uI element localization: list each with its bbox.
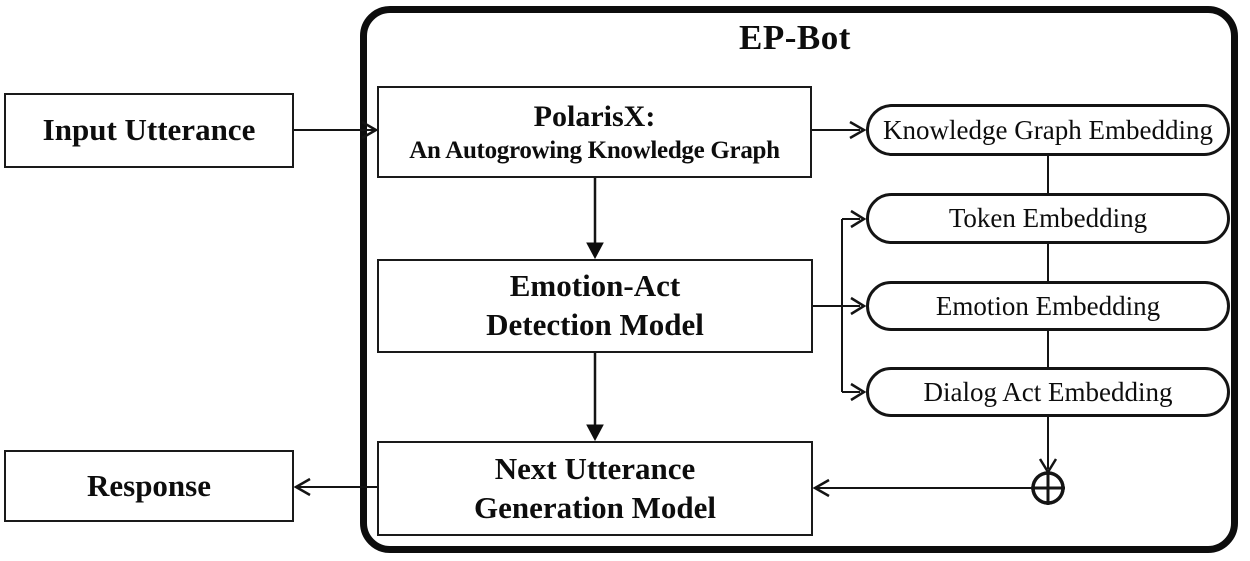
dialog-act-embedding-pill: Dialog Act Embedding	[866, 367, 1230, 417]
input-utterance-node: Input Utterance	[4, 93, 294, 168]
input-utterance-label: Input Utterance	[42, 112, 256, 148]
next-utterance-generation-node: Next Utterance Generation Model	[377, 441, 813, 536]
polarisx-title: PolarisX:	[533, 100, 656, 134]
emotion-act-label-line2: Detection Model	[486, 307, 704, 342]
token-embedding-label: Token Embedding	[948, 203, 1148, 233]
polarisx-node: PolarisX: An Autogrowing Knowledge Graph	[377, 86, 812, 178]
epbot-title: EP-Bot	[739, 18, 851, 57]
epbot-frame	[360, 6, 1238, 553]
knowledge-graph-embedding-label: Knowledge Graph Embedding	[883, 114, 1213, 145]
response-node: Response	[4, 450, 294, 522]
token-embedding-pill: Token Embedding	[866, 193, 1230, 244]
emotion-embedding-pill: Emotion Embedding	[866, 281, 1230, 331]
next-utterance-label-line2: Generation Model	[474, 489, 716, 525]
next-utterance-label-line1: Next Utterance	[494, 450, 696, 486]
knowledge-graph-embedding-pill: Knowledge Graph Embedding	[866, 104, 1230, 156]
emotion-embedding-label: Emotion Embedding	[935, 290, 1161, 321]
emotion-act-detection-node: Emotion-Act Detection Model	[377, 259, 813, 353]
response-label: Response	[86, 467, 211, 503]
polarisx-subtitle: An Autogrowing Knowledge Graph	[409, 136, 780, 164]
dialog-act-embedding-label: Dialog Act Embedding	[923, 376, 1173, 407]
emotion-act-label-line1: Emotion-Act	[509, 268, 681, 304]
